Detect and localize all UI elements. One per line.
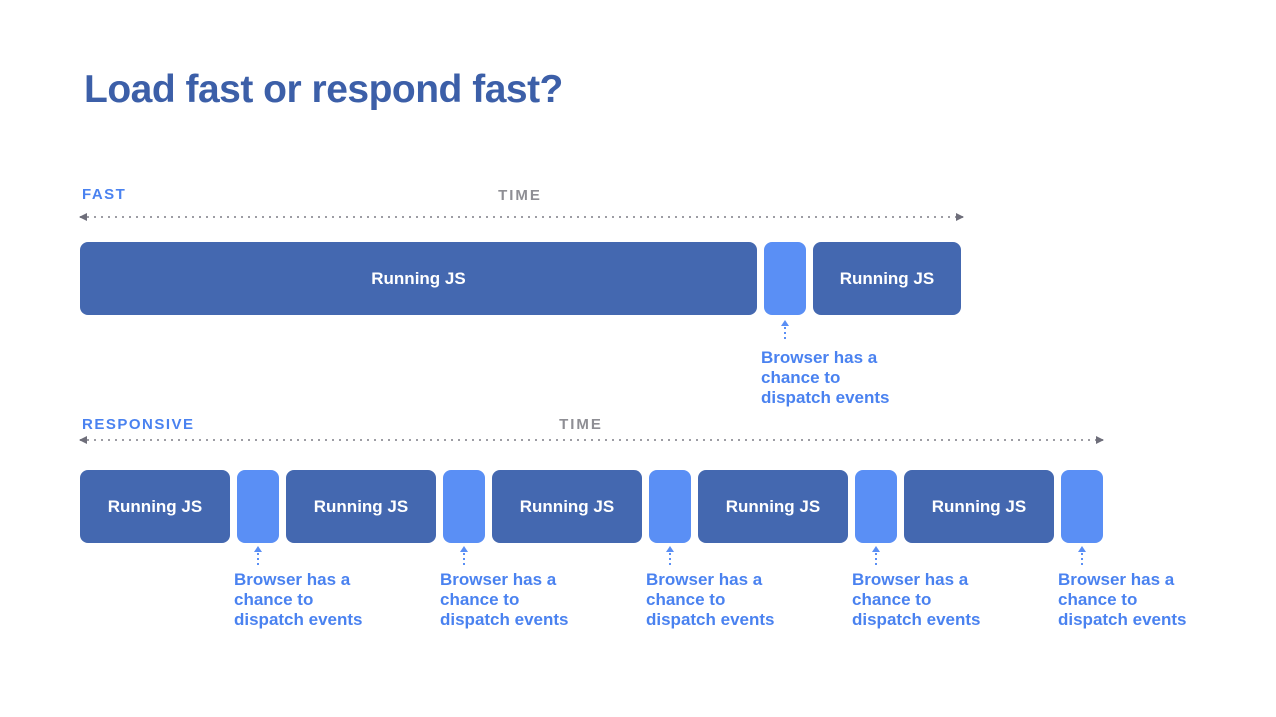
annotation-line: chance to bbox=[440, 590, 520, 609]
axis-arrow-right-icon bbox=[956, 213, 964, 221]
running-js-label: Running JS bbox=[519, 496, 615, 516]
fast-time-axis bbox=[79, 213, 964, 221]
annotation-line: dispatch events bbox=[852, 610, 981, 629]
running-js-block: Running JS bbox=[904, 470, 1054, 543]
fast-time-label: TIME bbox=[498, 187, 542, 204]
annotation-line: Browser has a bbox=[440, 570, 557, 589]
annotation-line: Browser has a bbox=[646, 570, 763, 589]
responsive-section-label: RESPONSIVE bbox=[82, 416, 195, 433]
annotation-text: Browser has a chance to dispatch events bbox=[440, 570, 600, 630]
browser-gap-block bbox=[764, 242, 806, 315]
up-arrow-stem bbox=[1081, 553, 1083, 568]
running-js-label: Running JS bbox=[725, 496, 821, 516]
annotation-line: chance to bbox=[1058, 590, 1138, 609]
browser-gap-block bbox=[237, 470, 279, 543]
axis-arrow-left-icon bbox=[79, 436, 87, 444]
annotation-line: dispatch events bbox=[761, 388, 890, 407]
annotation-line: dispatch events bbox=[234, 610, 363, 629]
up-arrow-stem bbox=[463, 553, 465, 568]
slide-title: Load fast or respond fast? bbox=[84, 68, 563, 111]
responsive-time-label: TIME bbox=[559, 416, 603, 433]
running-js-block: Running JS bbox=[813, 242, 961, 315]
up-arrow-stem bbox=[669, 553, 671, 568]
annotation-line: chance to bbox=[646, 590, 726, 609]
up-arrow-icon bbox=[254, 546, 262, 552]
axis-arrow-right-icon bbox=[1096, 436, 1104, 444]
running-js-block: Running JS bbox=[80, 470, 230, 543]
browser-gap-block bbox=[649, 470, 691, 543]
running-js-label: Running JS bbox=[371, 268, 466, 288]
annotation-line: chance to bbox=[234, 590, 314, 609]
running-js-label: Running JS bbox=[931, 496, 1027, 516]
up-arrow-icon bbox=[666, 546, 674, 552]
annotation-line: chance to bbox=[761, 368, 841, 387]
fast-blocks-row: Running JS Running JS bbox=[80, 242, 961, 315]
browser-gap-block bbox=[443, 470, 485, 543]
up-arrow-stem bbox=[784, 327, 786, 342]
running-js-label: Running JS bbox=[839, 268, 935, 288]
up-arrow-icon bbox=[1078, 546, 1086, 552]
axis-arrow-left-icon bbox=[79, 213, 87, 221]
up-arrow-stem bbox=[875, 553, 877, 568]
running-js-block: Running JS bbox=[286, 470, 436, 543]
up-arrow-icon bbox=[460, 546, 468, 552]
annotation-line: Browser has a bbox=[761, 348, 878, 367]
annotation-text: Browser has a chance to dispatch events bbox=[1058, 570, 1218, 630]
up-arrow-stem bbox=[257, 553, 259, 568]
annotation-line: dispatch events bbox=[646, 610, 775, 629]
fast-section-label: FAST bbox=[82, 186, 127, 203]
annotation-text: Browser has a chance to dispatch events bbox=[234, 570, 394, 630]
up-arrow-icon bbox=[872, 546, 880, 552]
annotation-text: Browser has a chance to dispatch events bbox=[852, 570, 1012, 630]
responsive-blocks-row: Running JS Running JS Running JS Running… bbox=[80, 470, 1103, 543]
running-js-block: Running JS bbox=[492, 470, 642, 543]
annotation-line: Browser has a bbox=[852, 570, 969, 589]
annotation-text: Browser has a chance to dispatch events bbox=[646, 570, 806, 630]
annotation-line: chance to bbox=[852, 590, 932, 609]
responsive-time-axis bbox=[79, 436, 1104, 444]
running-js-label: Running JS bbox=[107, 496, 203, 516]
running-js-block: Running JS bbox=[698, 470, 848, 543]
running-js-label: Running JS bbox=[313, 496, 409, 516]
browser-gap-block bbox=[1061, 470, 1103, 543]
annotation-line: dispatch events bbox=[1058, 610, 1187, 629]
browser-gap-block bbox=[855, 470, 897, 543]
annotation-text: Browser has a chance to dispatch events bbox=[761, 348, 921, 408]
running-js-block: Running JS bbox=[80, 242, 757, 315]
annotation-line: Browser has a bbox=[1058, 570, 1175, 589]
up-arrow-icon bbox=[781, 320, 789, 326]
annotation-line: Browser has a bbox=[234, 570, 351, 589]
annotation-line: dispatch events bbox=[440, 610, 569, 629]
